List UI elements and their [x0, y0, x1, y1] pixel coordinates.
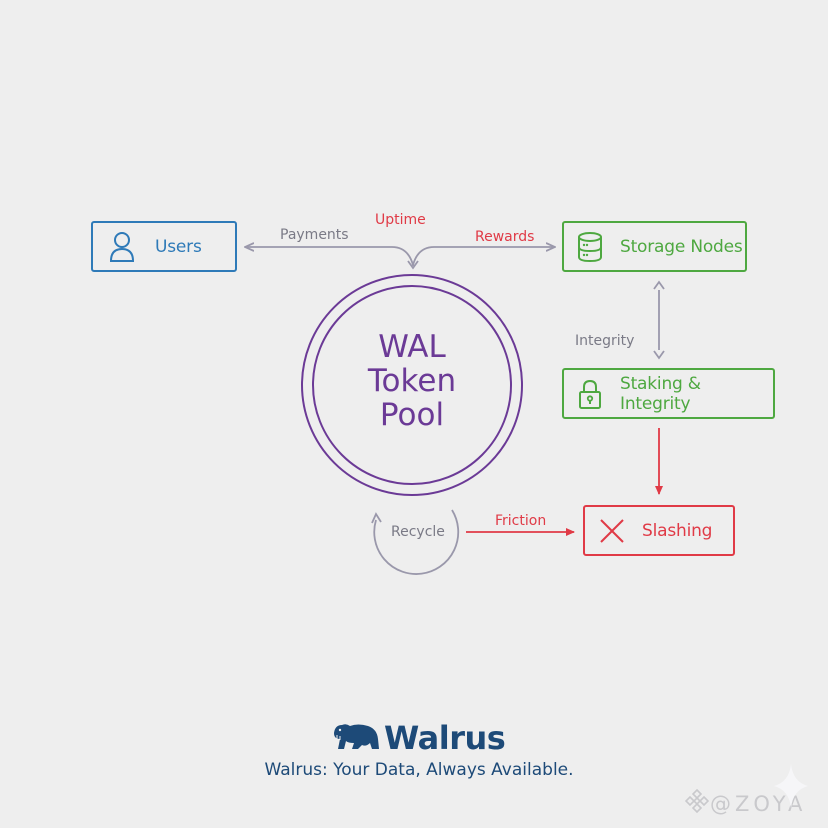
binance-diamond-icon: [684, 788, 710, 819]
staking-integrity-node[interactable]: Staking & Integrity: [562, 368, 775, 419]
walrus-logo-icon: [332, 721, 380, 755]
rewards-arrow-curve: [412, 246, 435, 266]
watermark: @ZOYA: [684, 788, 806, 819]
x-icon: [598, 517, 626, 545]
tagline: Walrus: Your Data, Always Available.: [264, 760, 574, 780]
pool-line-2: Token: [367, 363, 457, 399]
integrity-arrowhead-down: [653, 350, 665, 360]
slashing-node[interactable]: Slashing: [583, 505, 735, 556]
rewards-label: Rewards: [475, 229, 535, 245]
uptime-label: Uptime: [375, 212, 426, 228]
payments-label: Payments: [280, 227, 349, 243]
walrus-brand: Walrus: [332, 718, 506, 758]
user-icon: [109, 231, 135, 263]
sparkle-icon: [774, 764, 808, 808]
uptime-arrowhead: [407, 260, 419, 270]
users-node[interactable]: Users: [91, 221, 237, 272]
staking-integrity-label: Staking & Integrity: [620, 373, 701, 414]
recycle-label: Recycle: [391, 524, 445, 540]
lock-icon: [578, 378, 602, 410]
storage-nodes-node[interactable]: Storage Nodes: [562, 221, 747, 272]
friction-label: Friction: [495, 513, 547, 529]
recycle-arrowhead: [371, 512, 382, 524]
users-label: Users: [155, 236, 202, 257]
slashing-label: Slashing: [642, 520, 713, 541]
pool-inner-ring: [312, 285, 512, 485]
pool-line-3: Pool: [379, 397, 445, 433]
database-icon: [576, 231, 604, 263]
pool-line-1: WAL: [378, 329, 446, 365]
storage-nodes-label: Storage Nodes: [620, 236, 743, 257]
watermark-text: @ZOYA: [710, 791, 807, 816]
pool-outer-ring: [301, 274, 523, 496]
walrus-brand-name: Walrus: [384, 719, 506, 757]
wal-token-pool[interactable]: WAL Token Pool: [312, 330, 512, 432]
integrity-label: Integrity: [575, 333, 635, 349]
recycle-loop: [373, 509, 460, 575]
integrity-arrowhead-up: [653, 280, 665, 290]
